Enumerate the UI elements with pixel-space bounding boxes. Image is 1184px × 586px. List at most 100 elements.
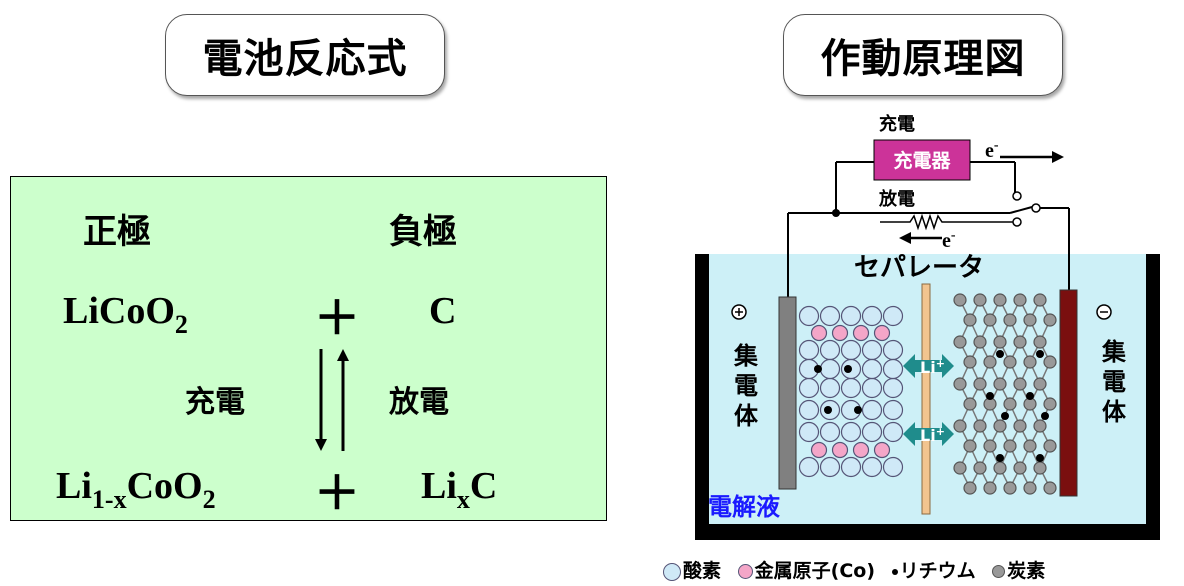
charger-label: 充電器 (893, 149, 951, 172)
external-circuit (787, 161, 1070, 300)
carbon-atom (953, 293, 967, 307)
carbon-formula: C (429, 290, 457, 332)
separator-label: セパレータ (854, 253, 984, 283)
oxygen-atom (798, 377, 820, 399)
collector-label-left: 集電体 (733, 342, 759, 430)
carbon-atom (1043, 313, 1057, 327)
oxygen-atom (882, 399, 904, 421)
electron-arrowhead-top (1052, 151, 1064, 163)
oxygen-atom (861, 358, 883, 380)
carbon-atom (1043, 439, 1057, 453)
oxygen-atom (819, 339, 841, 361)
carbon-atom (983, 355, 997, 369)
carbon-atom (993, 335, 1007, 349)
lithium-atom (1001, 412, 1009, 420)
lithium-atom (854, 406, 862, 414)
electron-label-bottom: e- (942, 228, 956, 252)
charge-text: 充電 (879, 113, 915, 135)
oxygen-atom (861, 339, 883, 361)
carbon-atom (973, 335, 987, 349)
svg-text:体: 体 (734, 402, 759, 430)
carbon-atom (963, 355, 977, 369)
carbon-atom (1013, 377, 1027, 391)
metal-icon (737, 564, 753, 579)
oxygen-atom (819, 358, 841, 380)
lixc-formula: LixC (421, 465, 498, 514)
li1-xcoo2-formula: Li1-xCoO2 (56, 465, 216, 514)
carbon-atom (993, 419, 1007, 433)
carbon-atom (993, 377, 1007, 391)
junction-dot (832, 209, 840, 217)
carbon-atom (1023, 355, 1037, 369)
legend-oxygen: 酸素 (663, 560, 721, 582)
carbon-atom (1023, 481, 1037, 495)
charge-label: 充電 (185, 385, 245, 420)
lithium-atom (996, 350, 1004, 358)
positive-electrode-label: 正極 (83, 212, 151, 252)
svg-text:Li+: Li+ (920, 425, 945, 445)
oxygen-atom (819, 377, 841, 399)
metal-atom (831, 324, 849, 342)
carbon-atom (1003, 481, 1017, 495)
oxygen-atom (861, 305, 883, 327)
oxygen-atom (861, 456, 883, 478)
carbon-atom (1013, 335, 1027, 349)
carbon-atom (1033, 419, 1047, 433)
carbon-atom (1003, 355, 1017, 369)
svg-text:集: 集 (733, 342, 759, 370)
discharge-label: 放電 (389, 385, 449, 420)
lithium-atom (1026, 392, 1034, 400)
carbon-atom (1033, 461, 1047, 475)
licoo2-formula: LiCoO2 (63, 290, 188, 339)
lithium-atom (1036, 454, 1044, 462)
switch-contact-charge (1012, 191, 1022, 201)
switch-pivot (1031, 203, 1041, 213)
metal-atom (873, 324, 891, 342)
reaction-panel: 正極 負極 LiCoO2 ＋ C 充電 放電 Li1-xCoO2 ＋ LixC (10, 176, 607, 521)
svg-text:電: 電 (1102, 368, 1126, 396)
charger-box (873, 139, 971, 181)
carbon-atom (973, 419, 987, 433)
carbon-atom (1003, 313, 1017, 327)
oxygen-atom (798, 421, 820, 443)
carbon-atom (983, 439, 997, 453)
carbon-atom (993, 293, 1007, 307)
oxygen-atom (882, 421, 904, 443)
electron-arrowhead-bottom (899, 232, 911, 244)
carbon-atom (1003, 397, 1017, 411)
oxygen-atom (882, 358, 904, 380)
oxygen-icon (663, 562, 681, 581)
separator (921, 283, 931, 515)
carbon-atom (1033, 293, 1047, 307)
anode-collector (1059, 289, 1078, 497)
switch-contact-discharge (1012, 217, 1022, 227)
oxygen-atom (840, 339, 862, 361)
negative-electrode-label: 負極 (389, 212, 457, 252)
lithium-atom (814, 365, 822, 373)
diagram-title: 作動原理図 (783, 14, 1063, 96)
oxygen-atom (840, 305, 862, 327)
carbon-atom (963, 439, 977, 453)
collector-label-right: 集電体 (1101, 338, 1127, 426)
oxygen-atom (882, 305, 904, 327)
carbon-atom (1003, 439, 1017, 453)
cathode-lattice (798, 305, 904, 478)
metal-atom (810, 441, 828, 459)
metal-atom (831, 441, 849, 459)
lithium-atom (996, 454, 1004, 462)
metal-atom (810, 324, 828, 342)
anode-lattice (953, 293, 1057, 495)
metal-atom (852, 441, 870, 459)
carbon-atom (1043, 355, 1057, 369)
carbon-atom (993, 461, 1007, 475)
carbon-atom (1013, 419, 1027, 433)
lithium-atom (844, 365, 852, 373)
carbon-atom (963, 481, 977, 495)
oxygen-atom (861, 421, 883, 443)
carbon-atom (1033, 377, 1047, 391)
oxygen-atom (798, 456, 820, 478)
svg-text:集: 集 (1101, 338, 1127, 366)
li-ion-arrow-2: Li+ (903, 422, 954, 446)
resistor-icon (880, 213, 1013, 231)
li-ion-arrow-1: Li+ (903, 354, 954, 378)
